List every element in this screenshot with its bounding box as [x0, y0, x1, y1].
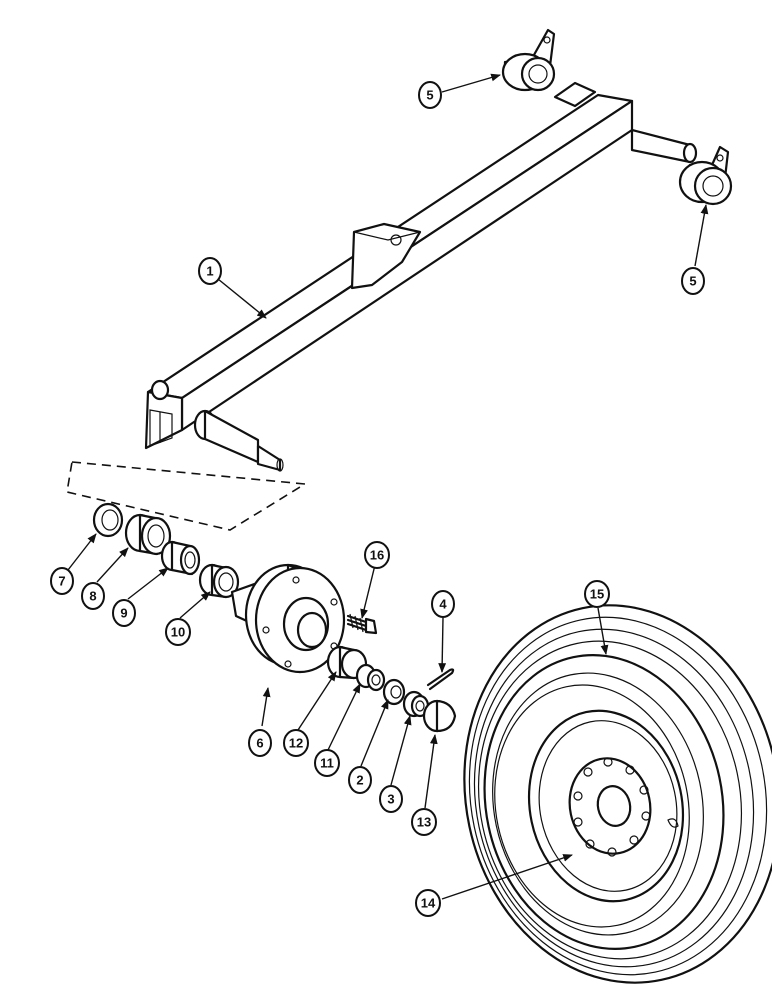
callout-7-label: 7: [58, 574, 65, 589]
callout-4: 4: [431, 590, 455, 618]
callout-13-label: 13: [417, 815, 431, 830]
spindle-washer: [382, 678, 406, 706]
grease-seal: [92, 502, 124, 538]
callout-2: 2: [348, 766, 372, 794]
callout-8: 8: [81, 582, 105, 610]
callout-10: 10: [165, 618, 191, 646]
callout-5-upper-label: 5: [426, 88, 433, 103]
callout-5-lower: 5: [681, 267, 705, 295]
callout-5-lower-label: 5: [689, 274, 696, 289]
callout-13: 13: [411, 808, 437, 836]
callout-14-label: 14: [421, 896, 436, 911]
callout-8-label: 8: [89, 589, 96, 604]
callout-16: 16: [364, 541, 390, 569]
callout-12-label: 12: [289, 736, 303, 751]
inner-bearing-cup: [198, 563, 240, 599]
wheel-rim: [527, 709, 685, 903]
axle-mount-bracket: [350, 222, 422, 290]
wheel-bolt: [346, 613, 378, 635]
callout-1-label: 1: [206, 264, 213, 279]
cotter-pin: [426, 668, 455, 691]
inner-cone-bearing: [160, 540, 201, 576]
tire: [463, 604, 772, 984]
callout-4-label: 4: [439, 597, 447, 612]
callout-15-label: 15: [590, 587, 604, 602]
callout-16-label: 16: [370, 548, 384, 563]
callout-12: 12: [283, 729, 309, 757]
callout-11-label: 11: [320, 756, 334, 771]
pivot-bushing-lower: [678, 145, 733, 206]
callout-14: 14: [415, 889, 441, 917]
wheel-hub: [230, 563, 346, 674]
callout-9: 9: [112, 599, 136, 627]
callout-6-label: 6: [256, 736, 263, 751]
dust-cap: [422, 699, 457, 733]
callout-10-label: 10: [171, 625, 185, 640]
callout-15: 15: [584, 580, 610, 608]
leader-lines: [67, 73, 709, 900]
pivot-bushing-upper: [501, 28, 556, 92]
callout-11: 11: [314, 749, 340, 777]
left-spindle: [150, 379, 284, 472]
callout-3: 3: [379, 785, 403, 813]
right-spindle: [553, 81, 698, 164]
callout-2-label: 2: [356, 773, 363, 788]
outer-cone-bearing: [355, 663, 386, 692]
callout-1: 1: [198, 257, 222, 285]
callout-6: 6: [248, 729, 272, 757]
bearing-cup-inner-large: [124, 513, 172, 556]
callout-9-label: 9: [120, 606, 127, 621]
callout-3-label: 3: [387, 792, 394, 807]
callout-7: 7: [50, 567, 74, 595]
callout-5-upper: 5: [418, 81, 442, 109]
exploded-view-outline: [66, 461, 308, 531]
